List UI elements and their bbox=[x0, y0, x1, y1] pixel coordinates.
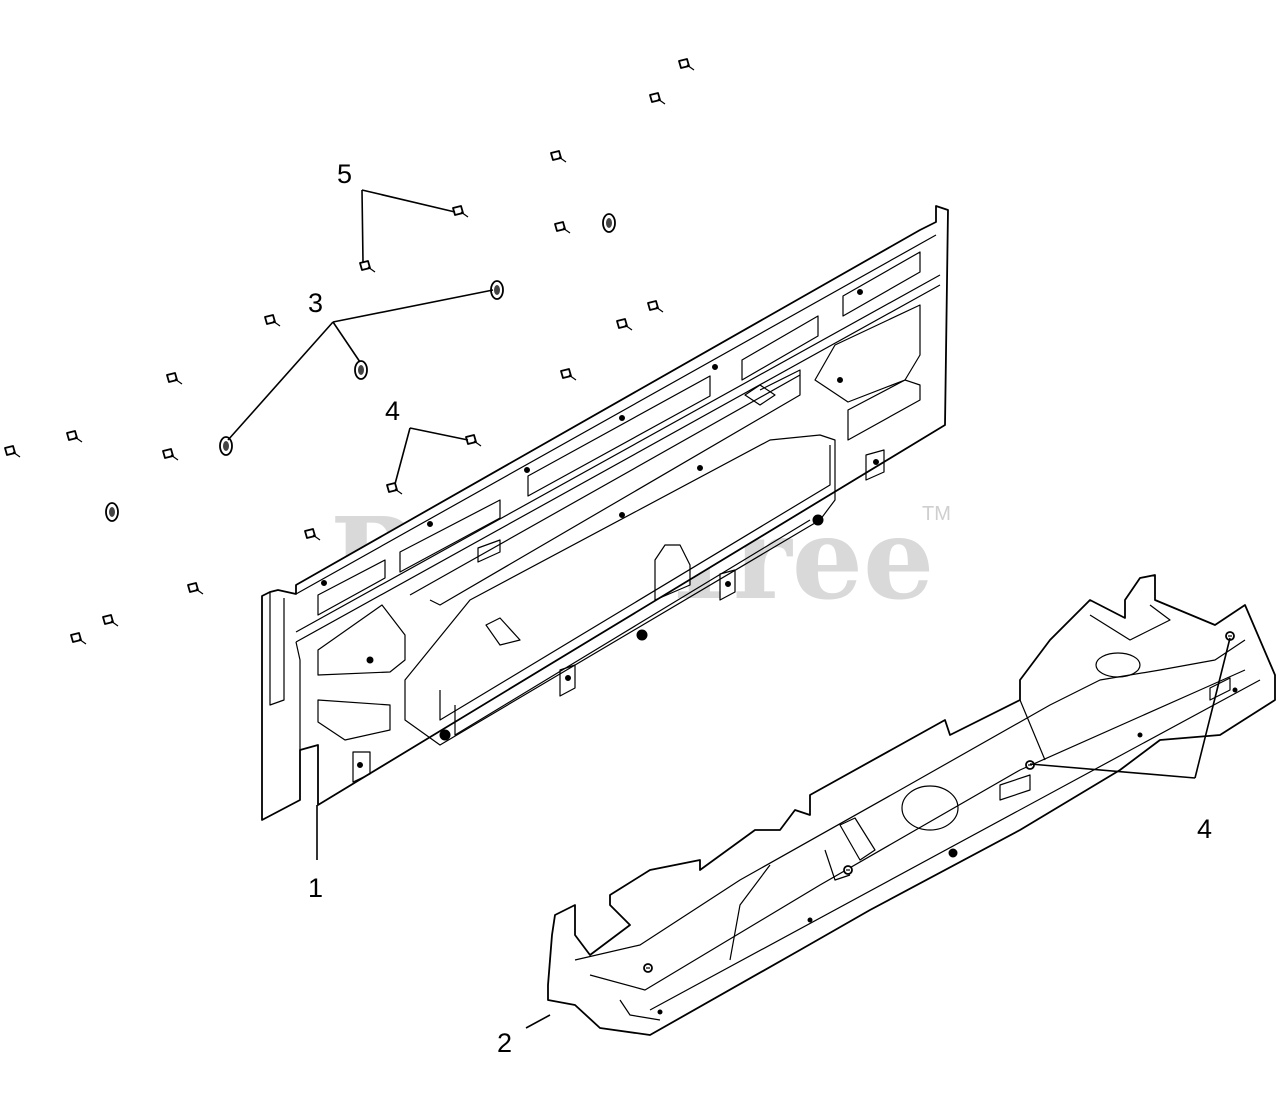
screw-icon bbox=[647, 300, 664, 313]
screw-icon bbox=[649, 92, 666, 105]
callout-3: 3 bbox=[308, 288, 323, 318]
part-1-rear-panel bbox=[261, 205, 949, 821]
screw-icon bbox=[187, 582, 204, 595]
callout-1: 1 bbox=[308, 873, 323, 903]
watermark-trademark: TM bbox=[922, 503, 951, 525]
callout-5: 5 bbox=[337, 159, 352, 189]
fasteners bbox=[4, 58, 695, 645]
screw-icon bbox=[66, 430, 83, 443]
screw-icon bbox=[102, 614, 119, 627]
screw-icon bbox=[359, 260, 376, 273]
screw-icon bbox=[166, 372, 183, 385]
nut-icon bbox=[219, 436, 233, 456]
nut-icon bbox=[354, 360, 368, 380]
screw-icon bbox=[386, 482, 403, 495]
callout-2: 2 bbox=[497, 1028, 512, 1058]
screw-icon bbox=[560, 368, 577, 381]
nut-icon bbox=[490, 280, 504, 300]
screw-icon bbox=[452, 205, 469, 218]
screw-icon bbox=[70, 632, 87, 645]
screw-icon bbox=[4, 445, 21, 458]
screw-icon bbox=[162, 448, 179, 461]
screw-icon bbox=[643, 963, 653, 973]
callouts: 5 3 4 1 2 4 bbox=[308, 159, 1212, 1058]
leader-lines bbox=[227, 189, 1231, 1029]
screw-icon bbox=[616, 318, 633, 331]
screw-icon bbox=[264, 314, 281, 327]
screw-icon bbox=[304, 528, 321, 541]
screw-icon bbox=[843, 865, 853, 875]
screw-icon bbox=[550, 150, 567, 163]
nuts bbox=[105, 213, 616, 522]
screw-icon bbox=[554, 221, 571, 234]
callout-4-right: 4 bbox=[1197, 814, 1212, 844]
screw-icon bbox=[465, 434, 482, 447]
part-2-lower-panel bbox=[547, 574, 1276, 1036]
screw-icon bbox=[678, 58, 695, 71]
callout-4-left: 4 bbox=[385, 396, 400, 426]
nut-icon bbox=[602, 213, 616, 233]
nut-icon bbox=[105, 502, 119, 522]
